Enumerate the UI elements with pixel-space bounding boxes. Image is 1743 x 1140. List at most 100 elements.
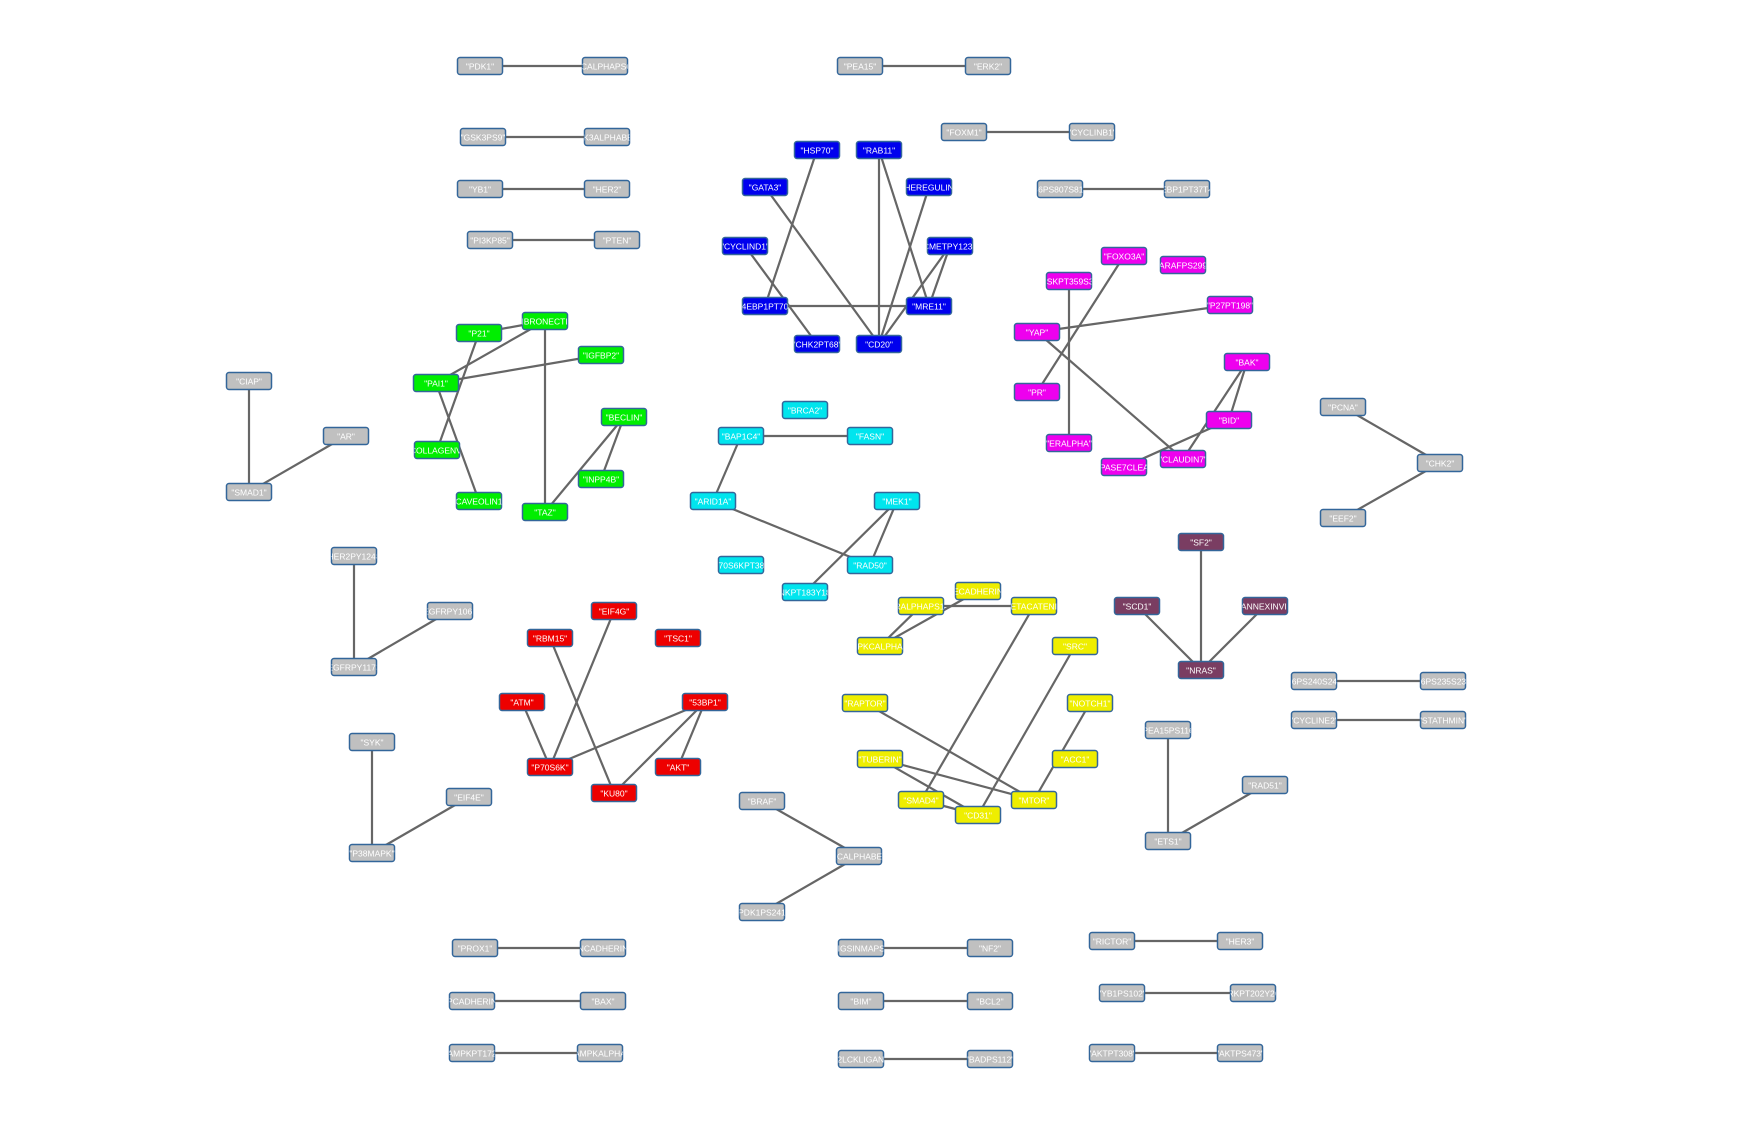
node-p70s6k[interactable]: "P70S6K" — [526, 757, 574, 777]
node-cyclinb1[interactable]: "CYCLINB1" — [1068, 122, 1116, 142]
node-ampkalpha[interactable]: "AMPKALPHA" — [571, 1043, 629, 1063]
node-ncadherin[interactable]: "NCADHERIN" — [575, 938, 632, 958]
node-yb1ps102[interactable]: "YB1PS102" — [1098, 983, 1146, 1003]
node-prox1[interactable]: "PROX1" — [451, 938, 499, 958]
node-atm[interactable]: "ATM" — [498, 692, 546, 712]
node-bak[interactable]: "BAK" — [1223, 352, 1271, 372]
node-bim[interactable]: "BIM" — [837, 991, 885, 1011]
node-inpp4b[interactable]: "INPP4B" — [577, 469, 625, 489]
node-her2py1248[interactable]: "HER2PY1248" — [325, 546, 384, 566]
node-collagenvi[interactable]: "COLLAGENVI" — [407, 440, 467, 460]
node-taz[interactable]: "TAZ" — [521, 502, 569, 522]
node-smad1[interactable]: "SMAD1" — [225, 482, 273, 502]
node-jnkpt183[interactable]: "JNKPT183Y185" — [772, 582, 839, 602]
node-pea15ps116[interactable]: "PEA15PS116" — [1139, 720, 1196, 740]
node-chk2[interactable]: "CHK2" — [1416, 453, 1464, 473]
node-rad51[interactable]: "RAD51" — [1241, 775, 1289, 795]
node-pkcalphabeta[interactable]: "PKCALPHABETA" — [823, 846, 896, 866]
node-aktpt308[interactable]: "AKTPT308" — [1088, 1043, 1136, 1063]
node-s6ps807[interactable]: "S6PS807S811" — [1029, 179, 1090, 199]
node-ampkpt172[interactable]: "AMPKPT172" — [444, 1043, 499, 1063]
node-ets1[interactable]: "ETS1" — [1144, 831, 1192, 851]
node-chk2pt68[interactable]: "CHK2PT68" — [792, 334, 841, 354]
node-pkcalphay[interactable]: "PKCALPHA" — [854, 636, 905, 656]
node-tsc1[interactable]: "TSC1" — [654, 628, 702, 648]
node-aktps473[interactable]: "AKTPS473" — [1216, 1043, 1264, 1063]
node-gsk3alphabeta[interactable]: "GSK3ALPHABETA" — [568, 127, 646, 147]
node-p38mapk[interactable]: "P38MAPK" — [348, 843, 396, 863]
node-brca2[interactable]: "BRCA2" — [781, 400, 829, 420]
node-rictor[interactable]: "RICTOR" — [1088, 931, 1136, 951]
node-annexinvii[interactable]: "ANNEXINVII" — [1238, 596, 1292, 616]
node-eif4e[interactable]: "EIF4E" — [445, 787, 493, 807]
node-claudin7[interactable]: "CLAUDIN7" — [1159, 449, 1207, 469]
node-53bp1[interactable]: "53BP1" — [681, 692, 729, 712]
node-e2lckligand[interactable]: "E2LCKLIGAND" — [829, 1049, 894, 1069]
node-stathmin[interactable]: "STATHMIN" — [1419, 710, 1467, 730]
node-eralphaps118[interactable]: "ERALPHAPS118" — [886, 596, 957, 616]
node-pi3kp85[interactable]: "PI3KP85" — [466, 230, 514, 250]
node-pdk1ps241[interactable]: "PDK1PS241" — [735, 902, 789, 922]
node-mre11[interactable]: "MRE11" — [905, 296, 953, 316]
node-egfrpy1068[interactable]: "EGFRPY1068" — [420, 601, 480, 621]
node-caspase7[interactable]: "CASPASE7CLEAVED" — [1079, 457, 1168, 477]
node-tuberin[interactable]: "TUBERIN" — [856, 749, 904, 769]
node-smad4[interactable]: "SMAD4" — [897, 790, 945, 810]
node-p70s6kpt389[interactable]: "P70S6KPT389" — [710, 555, 772, 575]
node-gsk3ps9[interactable]: "GSK3PS9" — [459, 127, 507, 147]
node-nf2[interactable]: "NF2" — [966, 938, 1014, 958]
node-pten[interactable]: "PTEN" — [593, 230, 641, 250]
node-caveolin1[interactable]: "CAVEOLIN1" — [452, 491, 505, 511]
node-rab11[interactable]: "RAB11" — [855, 140, 903, 160]
node-rbm15[interactable]: "RBM15" — [526, 628, 574, 648]
node-yb1[interactable]: "YB1" — [456, 179, 504, 199]
node-foxm1[interactable]: "FOXM1" — [940, 122, 988, 142]
node-ar[interactable]: "AR" — [322, 426, 370, 446]
node-cyclind1[interactable]: "CYCLIND1" — [721, 236, 769, 256]
node-erkpt202[interactable]: "ERKPT202Y204" — [1219, 983, 1287, 1003]
node-s6ps240[interactable]: "S6PS240S244" — [1283, 671, 1345, 691]
node-4ebp1pt37[interactable]: "4EBP1PT37T46" — [1153, 179, 1220, 199]
node-cd31[interactable]: "CD31" — [954, 805, 1002, 825]
node-gata3[interactable]: "GATA3" — [741, 177, 789, 197]
node-braf[interactable]: "BRAF" — [738, 791, 786, 811]
node-pai1[interactable]: "PAI1" — [412, 373, 460, 393]
node-her3[interactable]: "HER3" — [1216, 931, 1264, 951]
node-mtor[interactable]: "MTOR" — [1010, 790, 1058, 810]
node-fasn[interactable]: "FASN" — [846, 426, 894, 446]
node-4ebp1pt70[interactable]: "4EBP1PT70" — [739, 296, 792, 316]
node-cycline2[interactable]: "CYCLINE2" — [1290, 710, 1338, 730]
node-fibronectin[interactable]: "FIBRONECTIN" — [513, 311, 577, 331]
node-pcna[interactable]: "PCNA" — [1319, 397, 1367, 417]
node-eif4g[interactable]: "EIF4G" — [590, 601, 638, 621]
node-src[interactable]: "SRC" — [1051, 636, 1099, 656]
node-bax[interactable]: "BAX" — [579, 991, 627, 1011]
node-nras[interactable]: "NRAS" — [1177, 660, 1225, 680]
node-rad50[interactable]: "RAD50" — [846, 555, 894, 575]
node-notch1[interactable]: "NOTCH1" — [1066, 693, 1114, 713]
node-bcl2[interactable]: "BCL2" — [966, 991, 1014, 1011]
node-badps112[interactable]: "BADPS112" — [966, 1049, 1014, 1069]
node-pcadherin[interactable]: "PCADHERIN" — [444, 991, 500, 1011]
node-heregulin[interactable]: "HEREGULIN" — [901, 177, 957, 197]
node-mek1[interactable]: "MEK1" — [873, 491, 921, 511]
node-arafps299[interactable]: "ARAFPS299" — [1156, 255, 1210, 275]
node-pr[interactable]: "PR" — [1013, 382, 1061, 402]
node-eef2[interactable]: "EEF2" — [1319, 508, 1367, 528]
node-syk[interactable]: "SYK" — [348, 732, 396, 752]
node-ku80[interactable]: "KU80" — [590, 783, 638, 803]
node-bap1c4[interactable]: "BAP1C4" — [717, 426, 765, 446]
node-eralpha[interactable]: "ERALPHA" — [1045, 433, 1093, 453]
node-sf2[interactable]: "SF2" — [1177, 532, 1225, 552]
node-igfbp2[interactable]: "IGFBP2" — [577, 345, 625, 365]
node-arid1a[interactable]: "ARID1A" — [689, 491, 737, 511]
node-egfrpy1173[interactable]: "EGFRPY1173" — [324, 657, 383, 677]
node-hsp70[interactable]: "HSP70" — [793, 140, 841, 160]
node-cd20[interactable]: "CD20" — [855, 334, 903, 354]
node-p27pt198[interactable]: "P27PT198" — [1206, 295, 1254, 315]
node-tigsinmaps[interactable]: "TIGSINMAPS1" — [829, 938, 892, 958]
node-beclin[interactable]: "BECLIN" — [600, 407, 648, 427]
node-ciap[interactable]: "CIAP" — [225, 371, 273, 391]
node-pdk1[interactable]: "PDK1" — [456, 56, 504, 76]
node-foxo3a[interactable]: "FOXO3A" — [1100, 246, 1148, 266]
